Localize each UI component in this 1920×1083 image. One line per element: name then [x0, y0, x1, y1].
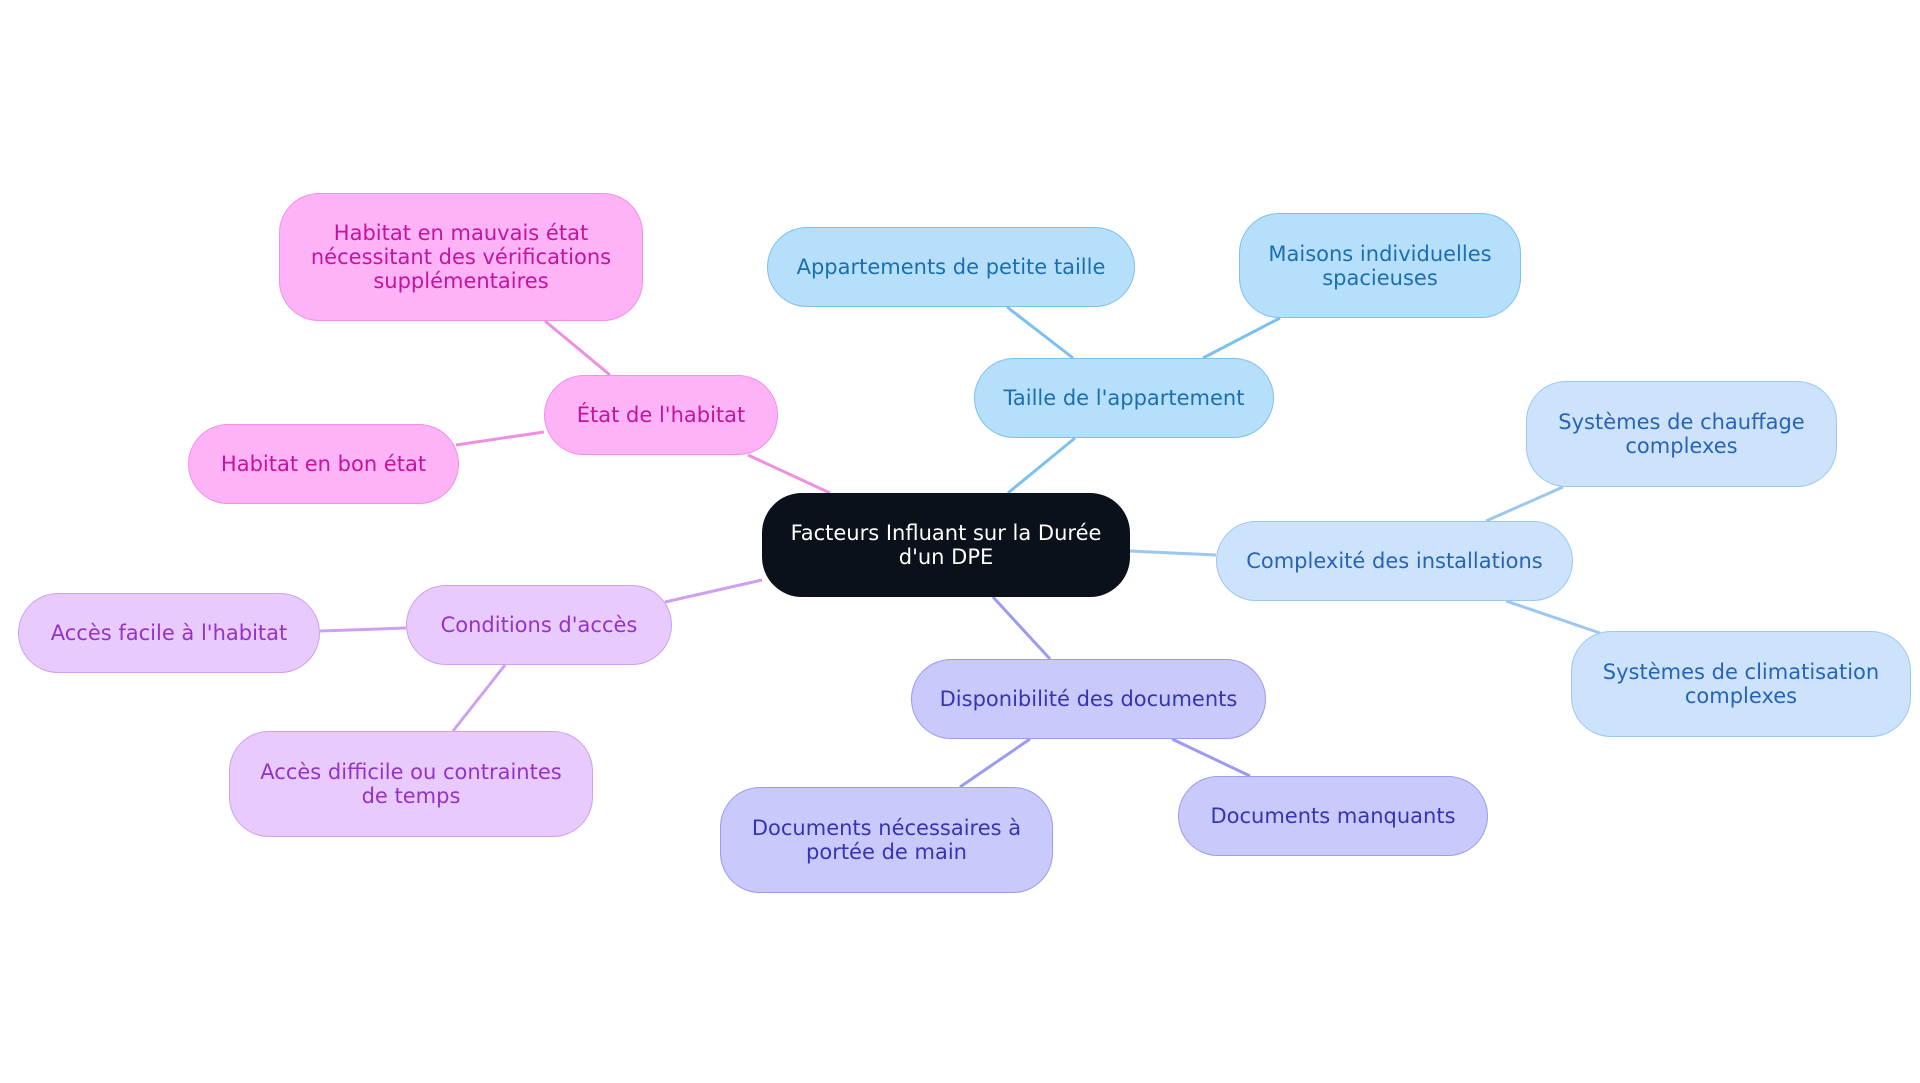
root-line-1: Facteurs Influant sur la Durée	[790, 521, 1102, 545]
edge-cond-facile	[319, 626, 407, 633]
leaf-line: supplémentaires	[373, 269, 549, 293]
branch-etat-habitat: État de l'habitat	[544, 375, 778, 455]
edge-root-compl	[1129, 549, 1217, 557]
leaf-line: complexes	[1625, 434, 1738, 458]
leaf-line: complexes	[1684, 684, 1798, 708]
edge-taille-maison	[1202, 316, 1281, 360]
leaf-line: Systèmes de chauffage	[1558, 410, 1805, 434]
leaf-line: Documents manquants	[1210, 804, 1456, 828]
branch-label: Complexité des installations	[1246, 549, 1543, 573]
leaf-line: Maisons individuelles	[1268, 241, 1492, 266]
edge-dispo-docm	[1171, 737, 1251, 778]
leaf-line: spacieuses	[1322, 265, 1438, 290]
branch-label: Conditions d'accès	[440, 613, 638, 637]
leaf-line: Accès difficile ou contraintes	[260, 760, 562, 784]
edge-root-taille	[1007, 436, 1076, 495]
edge-root-dispo	[991, 595, 1052, 661]
branch-disponibilite-documents: Disponibilité des documents	[911, 659, 1266, 739]
leaf-systemes-climatisation: Systèmes de climatisation complexes	[1571, 631, 1911, 737]
root-node: Facteurs Influant sur la Durée d'un DPE	[762, 493, 1130, 597]
leaf-maisons-individuelles: Maisons individuelles spacieuses	[1239, 213, 1521, 318]
edge-root-cond	[664, 578, 763, 604]
root-line-2: d'un DPE	[898, 545, 994, 569]
leaf-acces-facile: Accès facile à l'habitat	[18, 593, 320, 673]
leaf-appartements-petite-taille: Appartements de petite taille	[767, 227, 1135, 307]
leaf-documents-necessaires: Documents nécessaires à portée de main	[720, 787, 1053, 893]
edge-etat-bon	[455, 430, 545, 447]
leaf-line: Appartements de petite taille	[796, 255, 1106, 279]
leaf-line: Accès facile à l'habitat	[50, 621, 288, 645]
edge-root-etat	[747, 453, 831, 495]
edge-dispo-docn	[959, 737, 1031, 789]
leaf-documents-manquants: Documents manquants	[1178, 776, 1488, 856]
leaf-line: de temps	[361, 784, 461, 808]
branch-label: État de l'habitat	[576, 403, 746, 427]
edge-cond-diff	[451, 664, 507, 732]
edge-compl-chauf	[1485, 485, 1564, 523]
leaf-line: Documents nécessaires à	[751, 816, 1022, 840]
leaf-habitat-bon-etat: Habitat en bon état	[188, 424, 459, 504]
branch-conditions-acces: Conditions d'accès	[406, 585, 672, 665]
leaf-systemes-chauffage: Systèmes de chauffage complexes	[1526, 381, 1837, 487]
leaf-habitat-mauvais-etat: Habitat en mauvais état nécessitant des …	[279, 193, 643, 321]
branch-label: Disponibilité des documents	[939, 687, 1238, 711]
leaf-line: Habitat en mauvais état	[333, 221, 589, 245]
leaf-line: Systèmes de climatisation	[1602, 660, 1880, 684]
edge-taille-petit	[1006, 305, 1074, 360]
edge-compl-clim	[1505, 599, 1601, 635]
branch-complexite-installations: Complexité des installations	[1216, 521, 1573, 601]
branch-taille-appartement: Taille de l'appartement	[974, 358, 1274, 438]
leaf-line: nécessitant des vérifications	[310, 245, 612, 269]
edge-etat-mauv	[544, 319, 611, 377]
branch-label: Taille de l'appartement	[1003, 386, 1245, 410]
leaf-line: portée de main	[806, 840, 967, 864]
leaf-line: Habitat en bon état	[220, 452, 427, 476]
leaf-acces-difficile: Accès difficile ou contraintes de temps	[229, 731, 593, 837]
